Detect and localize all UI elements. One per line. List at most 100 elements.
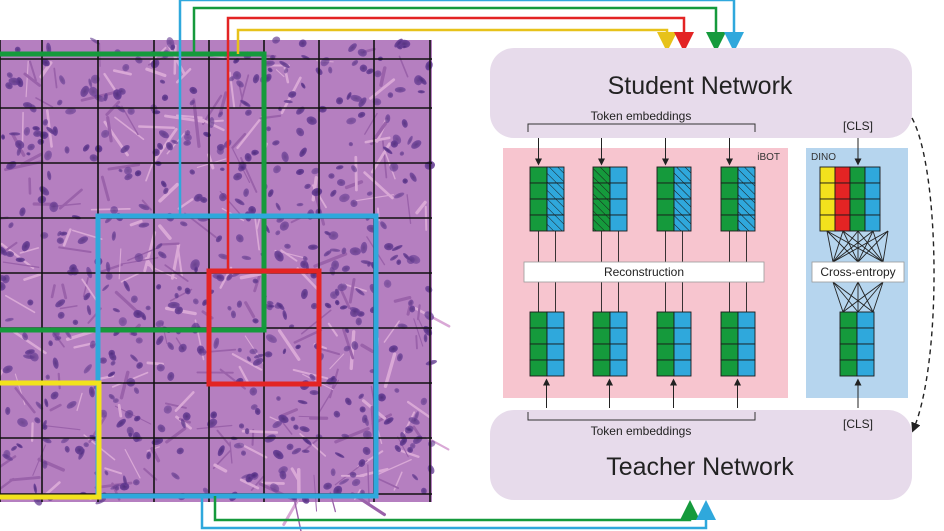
connector-line bbox=[872, 281, 884, 313]
tissue-nucleus bbox=[2, 274, 10, 284]
tissue-fiber bbox=[238, 365, 251, 386]
tissue-nucleus bbox=[52, 357, 59, 369]
tissue-nucleus bbox=[241, 255, 252, 261]
tissue-nucleus bbox=[112, 398, 119, 404]
tissue-fiber bbox=[269, 416, 281, 423]
tissue-nucleus bbox=[230, 310, 237, 319]
tissue-nucleus bbox=[80, 85, 90, 97]
tissue-fiber bbox=[192, 105, 201, 148]
tissue-nucleus bbox=[299, 147, 307, 157]
tissue-nucleus bbox=[34, 417, 41, 424]
tissue-fiber bbox=[107, 163, 141, 171]
tissue-nucleus bbox=[253, 353, 264, 359]
tissue-fiber bbox=[2, 261, 40, 269]
tissue-nucleus bbox=[402, 178, 408, 184]
tissue-nucleus bbox=[341, 247, 347, 255]
tissue-nucleus bbox=[163, 187, 169, 195]
tissue-nucleus bbox=[159, 79, 166, 84]
tissue-nucleus bbox=[174, 306, 183, 315]
tissue-nucleus bbox=[118, 168, 123, 173]
token-cell bbox=[720, 327, 739, 345]
tissue-fiber bbox=[35, 97, 54, 108]
tissue-nucleus bbox=[344, 328, 350, 334]
tissue-nucleus bbox=[272, 36, 281, 44]
tissue-nucleus bbox=[95, 498, 107, 505]
tissue-nucleus bbox=[351, 341, 359, 350]
tissue-fiber bbox=[144, 257, 156, 272]
tissue-nucleus bbox=[366, 68, 374, 75]
tissue-nucleus bbox=[310, 302, 318, 310]
token-cell bbox=[720, 359, 739, 377]
tissue-nucleus bbox=[118, 317, 127, 327]
token-cell bbox=[849, 198, 866, 216]
token-cell bbox=[720, 343, 739, 361]
tissue-fiber bbox=[349, 330, 356, 371]
tissue-nucleus bbox=[213, 337, 220, 349]
tissue-fiber bbox=[167, 44, 187, 76]
connector-line bbox=[832, 281, 874, 313]
ema-dashed-arrow bbox=[911, 117, 935, 433]
teacher-network-box bbox=[490, 410, 912, 500]
tissue-nucleus bbox=[130, 354, 138, 362]
tissue-nucleus bbox=[336, 97, 344, 105]
tissue-nucleus bbox=[324, 231, 331, 236]
connector-line bbox=[857, 281, 884, 313]
tissue-nucleus bbox=[391, 245, 403, 251]
tissue-fiber bbox=[129, 219, 143, 227]
tissue-nucleus bbox=[380, 221, 387, 230]
tissue-nucleus bbox=[41, 58, 50, 67]
token-cell bbox=[819, 214, 836, 232]
tissue-nucleus bbox=[309, 390, 319, 396]
blue-global-crop bbox=[95, 213, 379, 499]
tissue-nucleus bbox=[360, 260, 372, 265]
tissue-fiber bbox=[341, 282, 367, 292]
tissue-nucleus bbox=[351, 60, 359, 66]
token-cell bbox=[656, 166, 675, 184]
token-cell bbox=[529, 327, 548, 345]
tissue-nucleus bbox=[65, 107, 77, 115]
token-cell bbox=[864, 198, 881, 216]
tissue-nucleus bbox=[15, 140, 25, 149]
tissue-nucleus bbox=[279, 221, 289, 231]
token-cell bbox=[737, 359, 756, 377]
token-cell bbox=[529, 359, 548, 377]
token-cell bbox=[609, 343, 628, 361]
tissue-nucleus bbox=[346, 117, 357, 125]
tissue-nucleus bbox=[155, 320, 165, 328]
tissue-nucleus bbox=[124, 410, 134, 419]
tissue-nucleus bbox=[249, 387, 258, 396]
tissue-nucleus bbox=[296, 127, 305, 137]
tissue-nucleus bbox=[99, 357, 107, 364]
tissue-nucleus bbox=[215, 235, 223, 243]
tissue-fiber bbox=[277, 329, 301, 361]
tissue-nucleus bbox=[11, 445, 18, 451]
tissue-nucleus bbox=[163, 405, 172, 414]
token-cell bbox=[529, 311, 548, 329]
token-cell bbox=[849, 214, 866, 232]
tissue-nucleus bbox=[362, 446, 371, 455]
tissue-nucleus bbox=[267, 304, 275, 308]
tissue-fiber bbox=[0, 242, 35, 270]
tissue-nucleus bbox=[208, 117, 215, 129]
tissue-nucleus bbox=[235, 234, 244, 243]
connector-line bbox=[832, 230, 889, 263]
tissue-nucleus bbox=[411, 474, 419, 481]
tissue-nucleus bbox=[309, 373, 316, 381]
tissue-nucleus bbox=[104, 470, 109, 476]
token-cell bbox=[656, 198, 675, 216]
dino-token-columns bbox=[819, 138, 889, 408]
tissue-fiber bbox=[53, 67, 58, 89]
tissue-nucleus bbox=[357, 48, 367, 57]
tissue-nucleus bbox=[178, 343, 187, 353]
tissue-nucleus bbox=[394, 388, 400, 393]
token-cell bbox=[656, 214, 675, 232]
tissue-fiber bbox=[406, 400, 431, 419]
tissue-nucleus bbox=[57, 311, 65, 319]
tissue-nucleus bbox=[136, 362, 143, 369]
tissue-nucleus bbox=[297, 399, 308, 405]
tissue-nucleus bbox=[389, 162, 399, 172]
tissue-fiber bbox=[275, 69, 285, 78]
tissue-nucleus bbox=[27, 299, 34, 306]
tissue-nucleus bbox=[60, 437, 70, 444]
